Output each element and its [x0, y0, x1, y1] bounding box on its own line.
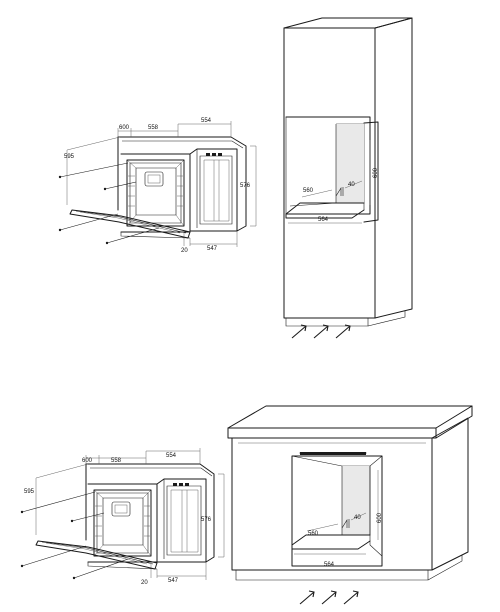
dim-height: 576 — [240, 183, 251, 189]
dim-vent-gap: 40 — [348, 182, 355, 188]
dim-vent-gap-b: 40 — [354, 515, 361, 521]
dim-door-offset: 20 — [181, 248, 188, 254]
oven-drawing-bottom: 600 558 554 595 576 20 547 — [20, 448, 225, 586]
dim-niche-height: 600 — [373, 167, 379, 178]
dim-depth-body: 547 — [207, 246, 218, 252]
dim-w-outer-b: 595 — [24, 489, 35, 495]
dim-height-b: 576 — [201, 517, 212, 523]
dim-niche-depth-b: 560 — [308, 531, 319, 537]
oven-drawing-top: 600 558 554 595 576 20 547 — [58, 118, 257, 254]
dim-w-front: 600 — [119, 125, 130, 131]
dim-w-outer: 595 — [64, 154, 75, 160]
dim-niche-width: 564 — [318, 217, 329, 223]
tall-cabinet-drawing: 560 40 564 600 — [283, 17, 413, 339]
dim-depth-b: 554 — [166, 453, 177, 459]
dim-niche-depth: 560 — [303, 188, 314, 194]
dim-w-front-b: 600 — [82, 458, 93, 464]
dim-depth-body-b: 547 — [168, 578, 179, 584]
dim-w-inner: 558 — [148, 125, 159, 131]
dim-w-inner-b: 558 — [111, 458, 122, 464]
dim-door-offset-b: 20 — [141, 580, 148, 586]
dim-depth: 554 — [201, 118, 212, 124]
dim-niche-width-b: 564 — [324, 562, 335, 568]
undercounter-cabinet-drawing: 560 40 564 600 — [227, 405, 473, 605]
dim-niche-height-b: 600 — [377, 512, 383, 523]
